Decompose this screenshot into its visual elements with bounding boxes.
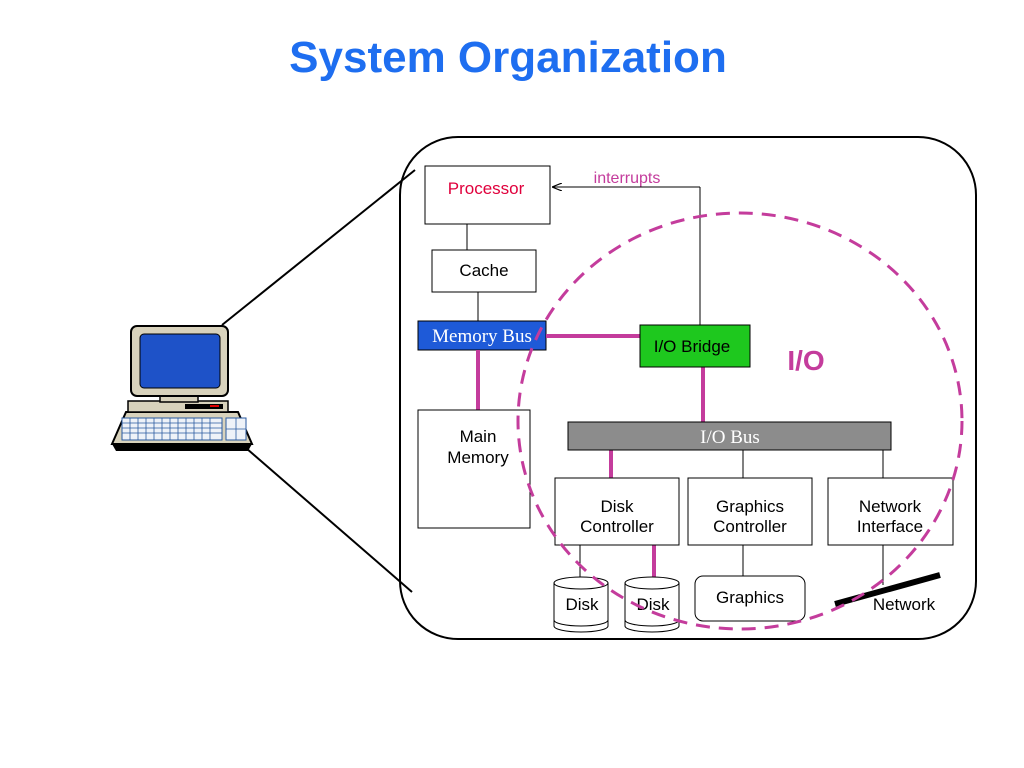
graphics-box xyxy=(694,575,806,622)
disk-controller-label-line2: Controller xyxy=(580,517,654,536)
io-region-boundary xyxy=(516,211,964,631)
system-container xyxy=(399,136,977,640)
io-bus xyxy=(567,421,892,451)
memory-bus-label: Memory Bus xyxy=(432,326,532,347)
memory-bus xyxy=(417,320,547,351)
network-label: Network xyxy=(873,595,936,614)
zoom-line-bottom xyxy=(245,447,413,593)
network-interface-label-line1: Network xyxy=(859,497,922,516)
graphics-controller-label-line1: Graphics xyxy=(716,497,784,516)
highlighted-links xyxy=(476,334,705,577)
cache-box xyxy=(431,249,537,293)
network-interface-label-line2: Interface xyxy=(857,517,923,536)
graphics-controller-label-line2: Controller xyxy=(713,517,787,536)
disk-controller-label-line1: Disk xyxy=(600,497,634,516)
io-bridge-box xyxy=(639,324,751,368)
disk2-cylinder xyxy=(624,576,680,633)
disk1-label: Disk xyxy=(565,595,599,614)
disk2-label: Disk xyxy=(636,595,670,614)
graphics-label: Graphics xyxy=(716,588,784,607)
network-interface-box xyxy=(827,477,954,546)
disk1-cylinder xyxy=(553,576,609,633)
main-memory-box xyxy=(417,409,531,529)
slide-title: System Organization xyxy=(289,33,727,82)
zoom-line-top xyxy=(221,169,416,326)
graphics-controller-box xyxy=(687,477,813,546)
io-region-label: I/O xyxy=(787,345,824,376)
main-memory-label-line1: Main xyxy=(460,427,497,446)
io-bus-label: I/O Bus xyxy=(700,427,760,448)
disk-controller-box xyxy=(554,477,680,546)
io-bridge-label: I/O Bridge xyxy=(654,337,731,356)
desktop-computer-icon xyxy=(110,325,254,451)
main-memory-label-line2: Memory xyxy=(447,448,509,467)
cache-label: Cache xyxy=(459,261,508,280)
processor-label: Processor xyxy=(448,179,525,198)
interrupts-label: interrupts xyxy=(594,170,661,187)
processor-box xyxy=(424,165,551,225)
